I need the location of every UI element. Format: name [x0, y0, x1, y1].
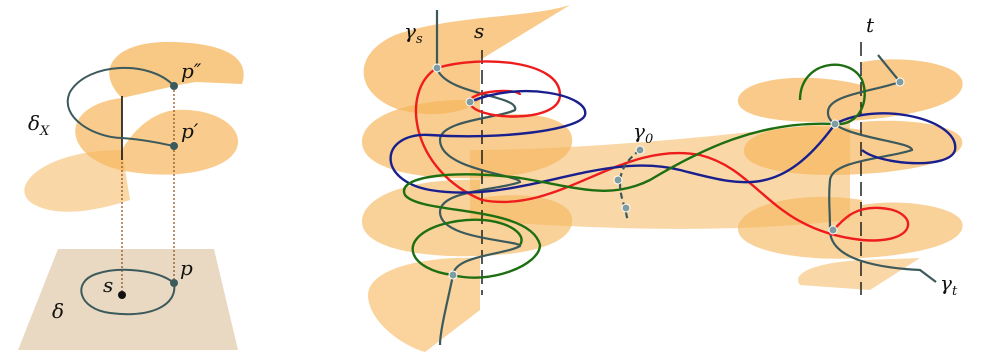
curve-blue	[389, 90, 957, 194]
left-helicoid-sheet-1	[363, 5, 570, 115]
point-s	[118, 291, 126, 299]
point-p-double-prime	[170, 82, 178, 90]
point-p-prime	[170, 142, 178, 150]
point-gamma-t-3	[828, 225, 838, 235]
label-delta-x: δX	[28, 111, 50, 139]
point-gamma-t-1	[895, 77, 905, 87]
label-t: t	[866, 13, 875, 37]
base-curve-delta	[80, 268, 176, 316]
helix-sheet-lower	[24, 150, 130, 212]
left-figure: p″ p′ p s δ δX	[18, 41, 244, 350]
label-s-right: s	[474, 19, 484, 43]
curve-green	[402, 63, 866, 279]
label-p-prime: p′	[181, 119, 199, 143]
right-helicoid-sheet-3	[737, 196, 963, 259]
label-p: p	[180, 256, 193, 280]
lifted-curve-delta-x	[66, 67, 175, 147]
point-gamma-t-2	[830, 119, 840, 129]
label-gamma-0: γ0	[633, 119, 653, 147]
curve-gamma-s	[435, 10, 522, 346]
right-helicoid-sheet-4	[798, 258, 920, 290]
right-helicoid-sheet-2	[743, 120, 963, 175]
label-p-double-prime: p″	[181, 59, 202, 83]
right-figure: γs s t γ0 γt	[361, 5, 963, 352]
helix-sheet-upper	[109, 41, 244, 98]
label-gamma-t: γt	[940, 271, 958, 299]
label-gamma-s: γs	[404, 19, 423, 47]
label-delta: δ	[52, 299, 64, 323]
point-gamma-0-bottom	[621, 203, 631, 213]
point-gamma-0-mid	[613, 175, 623, 185]
point-gamma-0-top	[635, 145, 645, 155]
label-s-left: s	[103, 273, 113, 297]
point-gamma-s-3	[448, 270, 458, 280]
left-helicoid-sheet-4	[368, 257, 480, 352]
point-gamma-s-1	[432, 63, 442, 73]
point-gamma-s-2	[465, 97, 475, 107]
point-p	[170, 279, 178, 287]
base-plane	[18, 249, 238, 350]
right-helicoid-sheet-1	[737, 59, 963, 122]
